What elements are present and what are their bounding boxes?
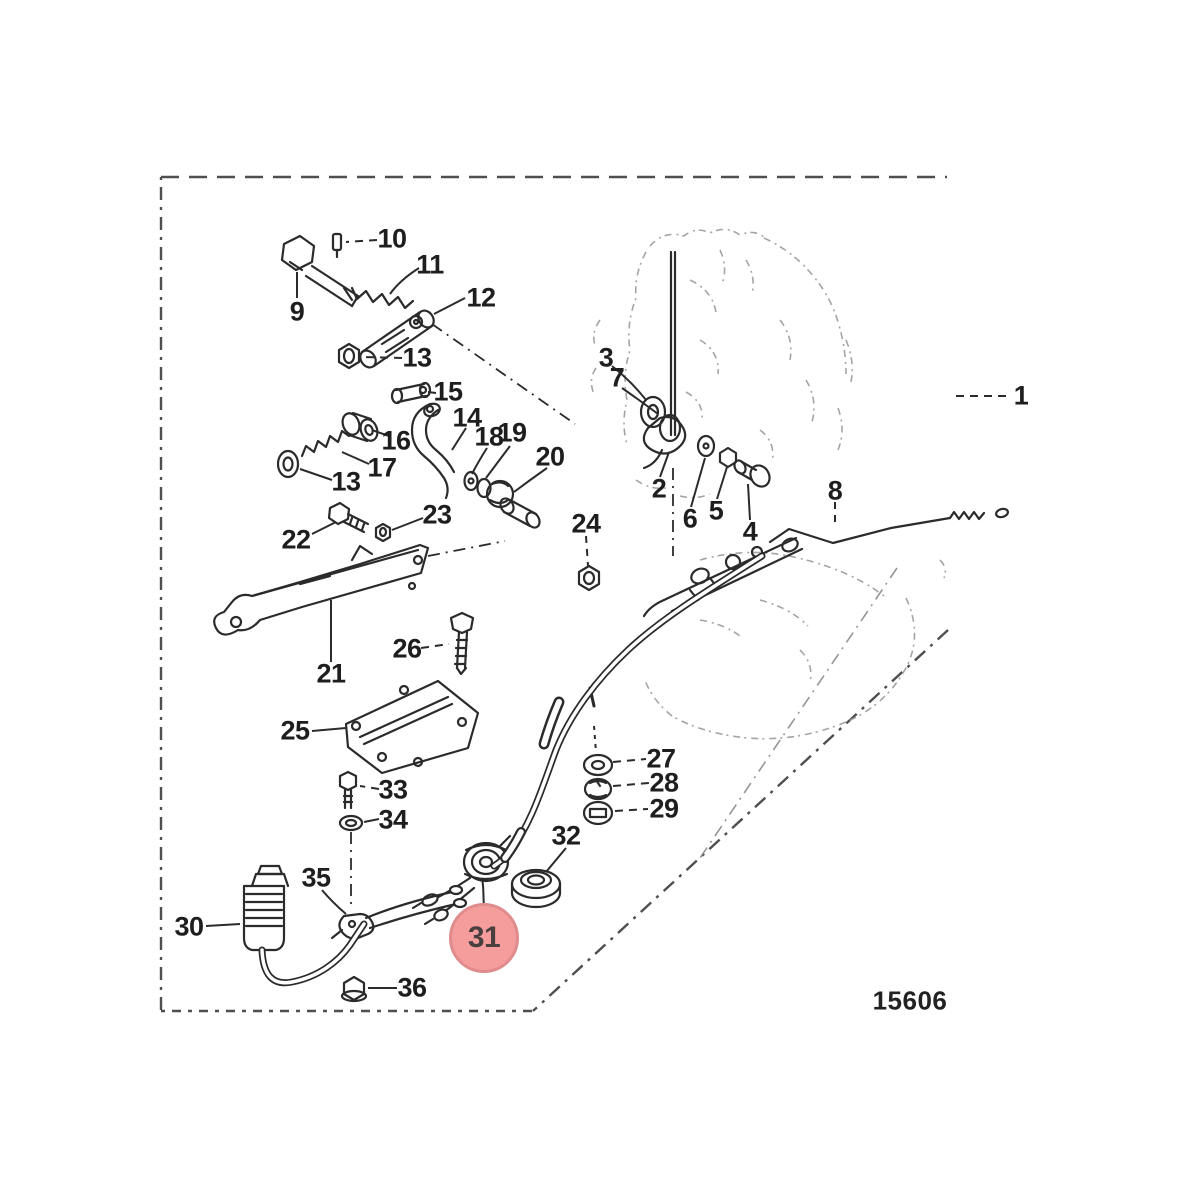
part-16-bushing (341, 411, 379, 443)
callout-33: 33 (378, 774, 408, 805)
shift-cable-bracket (642, 536, 804, 618)
callout-11: 11 (416, 249, 444, 280)
callout-27: 27 (646, 743, 676, 774)
part-32-grommet-cap (510, 868, 562, 909)
callout-13: 13 (331, 466, 361, 497)
callout-3: 3 (598, 342, 614, 373)
callout-35: 35 (301, 862, 331, 893)
part-10-pin (331, 232, 343, 259)
part-23-nut (374, 522, 392, 543)
part-17-spring (300, 429, 351, 458)
part-25-plate (344, 679, 480, 775)
part-26-bolt (449, 611, 475, 676)
callout-29: 29 (649, 793, 679, 824)
callout-13: 13 (402, 342, 432, 373)
callout-7: 7 (609, 362, 625, 393)
callout-6: 6 (682, 503, 698, 534)
callout-2: 2 (651, 473, 667, 504)
part-34-washer (338, 814, 364, 832)
callout-1: 1 (1013, 380, 1029, 411)
callout-20: 20 (535, 441, 565, 472)
callout-8: 8 (827, 475, 843, 506)
callout-17: 17 (367, 452, 397, 483)
callout-18: 18 (474, 421, 504, 452)
callout-19: 19 (497, 417, 527, 448)
part-24-nut (577, 564, 601, 592)
drawing-number: 15606 (872, 985, 948, 1016)
part-4-bolt (733, 459, 771, 488)
part-30-connector (242, 864, 290, 952)
callout-34: 34 (378, 804, 408, 835)
part-27-washer (582, 753, 614, 777)
callout-12: 12 (466, 282, 496, 313)
callout-28: 28 (649, 767, 679, 798)
callout-32: 32 (551, 820, 581, 851)
detail-area-border (159, 175, 949, 1013)
part-15-link (390, 381, 432, 405)
part-5-nut (718, 446, 738, 469)
part-36-nut (340, 975, 368, 1003)
part-18-19-washers (463, 470, 492, 499)
callout-23: 23 (422, 499, 452, 530)
part-33-bolt (338, 770, 358, 810)
part-13-washer-lower (276, 449, 300, 479)
part-21-bracket (213, 543, 430, 636)
part-2-stud-and-pivot (639, 250, 687, 470)
callout-10: 10 (377, 223, 407, 254)
callout-36: 36 (397, 972, 427, 1003)
callout-5: 5 (708, 495, 724, 526)
callout-9: 9 (289, 296, 305, 327)
leader-lines (205, 239, 1006, 989)
callout-15: 15 (433, 376, 463, 407)
callout-14: 14 (452, 402, 482, 433)
callout-21: 21 (316, 658, 346, 689)
part-22-bolt (327, 501, 370, 534)
part-29-nut (582, 800, 614, 826)
callout-31[interactable]: 31 (449, 903, 519, 973)
parts-art (213, 232, 1009, 1003)
callout-16: 16 (381, 425, 411, 456)
part-12-link (359, 309, 435, 369)
callout-25: 25 (280, 715, 310, 746)
part-11-spring (350, 286, 415, 310)
part-8-throttle-cable (768, 507, 1009, 545)
engine-block-sketch (590, 228, 947, 859)
part-20-bushing (485, 479, 541, 529)
shift-cable-runs (258, 552, 766, 987)
part-6-washer (696, 434, 716, 458)
part-28-lock-washer (583, 777, 613, 801)
callout-30: 30 (174, 911, 204, 942)
part-9-screw (280, 234, 360, 308)
callout-4: 4 (742, 516, 758, 547)
part-13-nut-upper (337, 342, 361, 370)
callout-24: 24 (571, 508, 601, 539)
part-14-lever (410, 402, 456, 500)
callout-22: 22 (281, 524, 311, 555)
callout-26: 26 (392, 633, 422, 664)
